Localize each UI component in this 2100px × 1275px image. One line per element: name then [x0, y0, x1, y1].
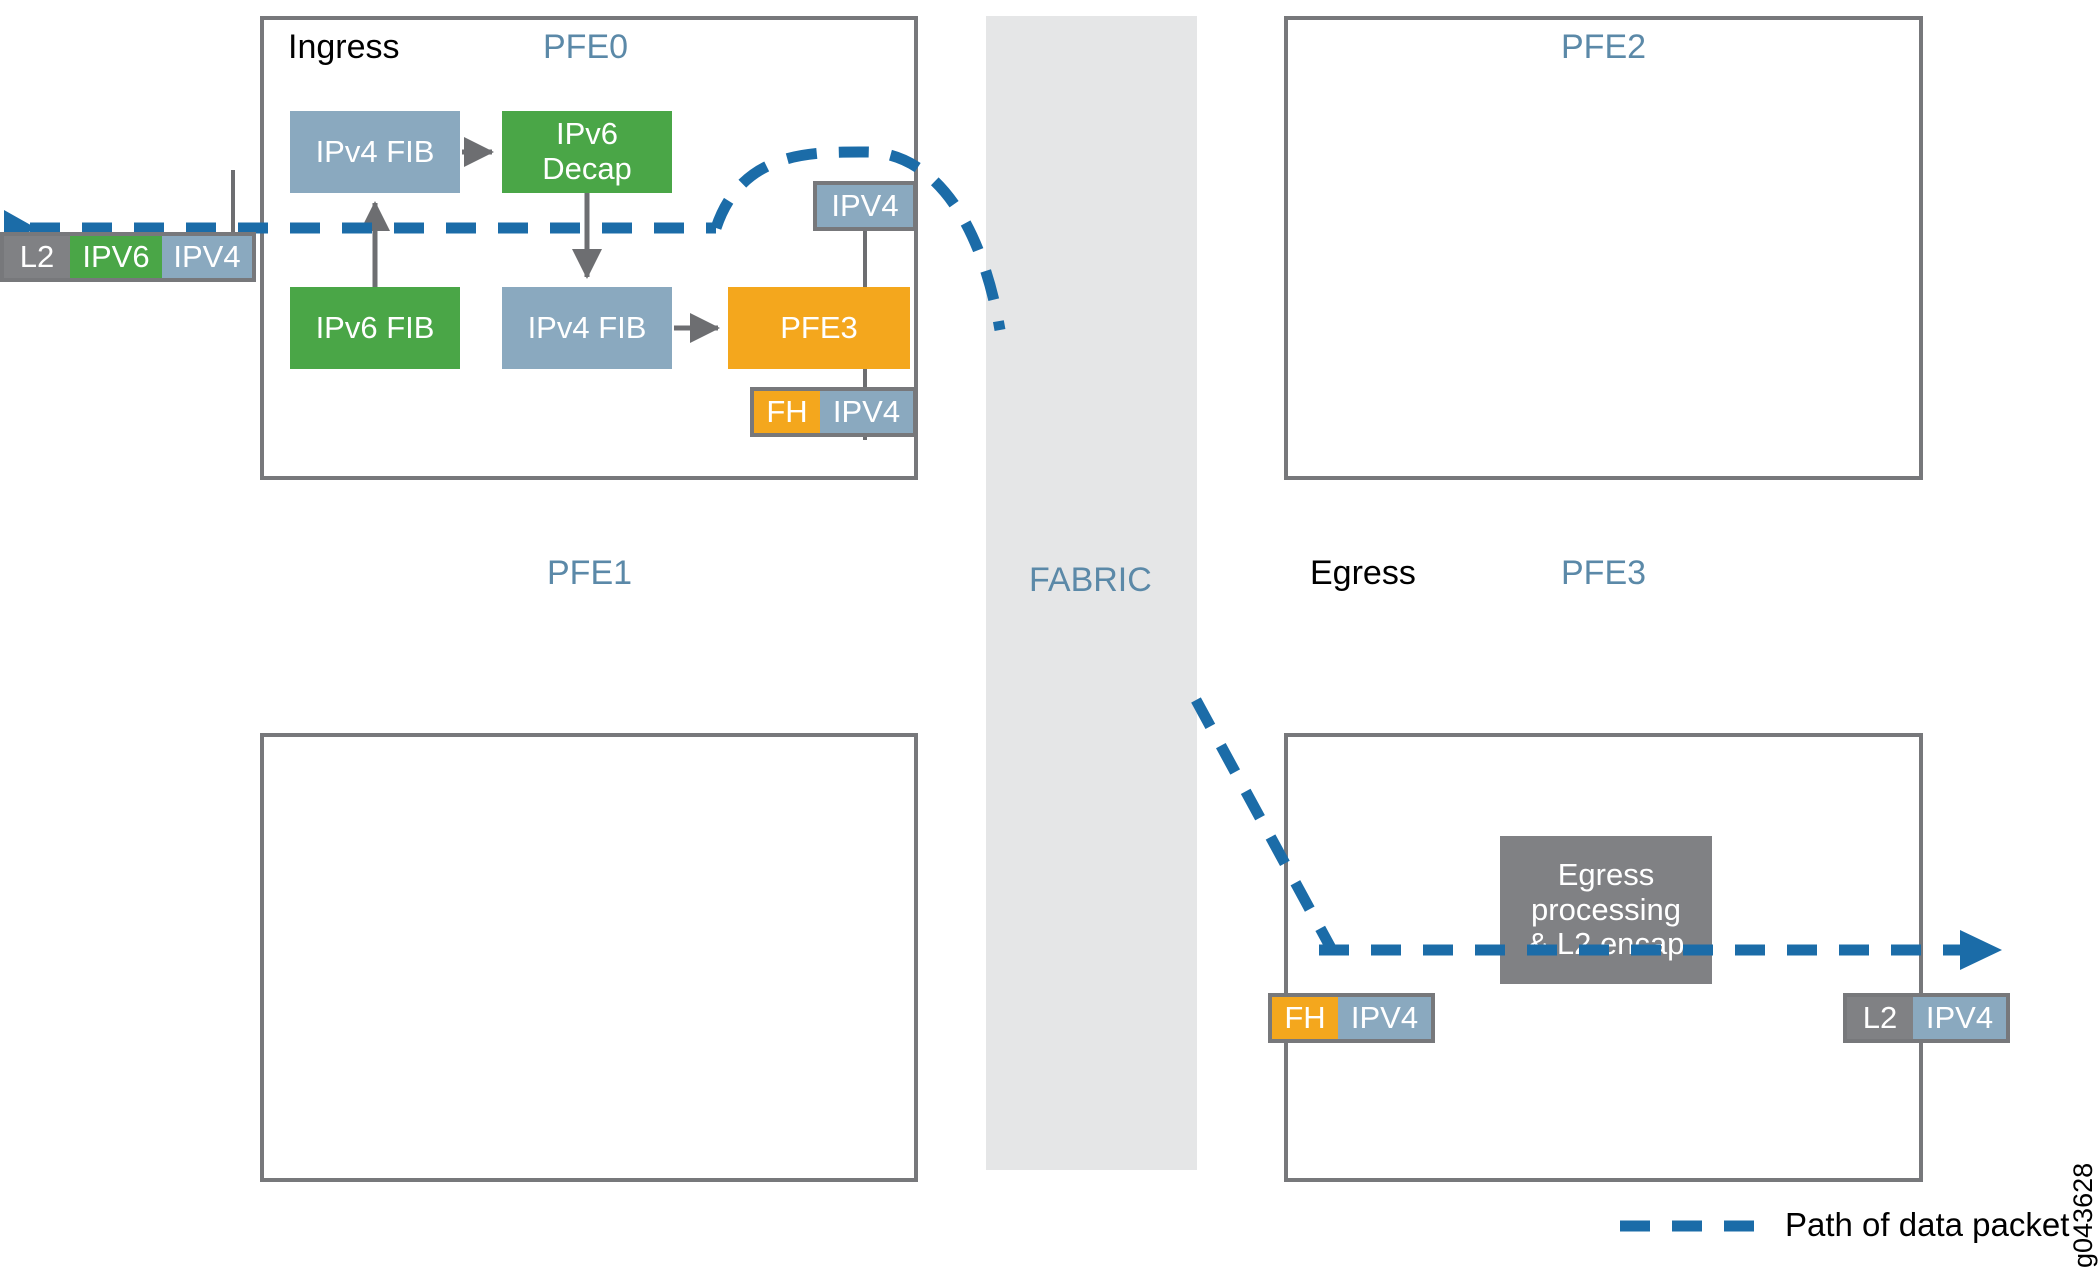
pfe1-title: PFE1: [547, 554, 633, 592]
pfe2-panel: [1284, 16, 1923, 480]
ingress-label: Ingress: [288, 28, 400, 66]
egress-label: Egress: [1310, 554, 1416, 592]
packet-label-incoming: L2 IPV6 IPV4: [0, 232, 256, 282]
packet-label-ingress-top: IPV4: [813, 181, 917, 231]
packet-segment-l2: L2: [4, 236, 70, 278]
packet-segment-l2: L2: [1847, 997, 1913, 1039]
packet-segment-ipv4: IPV4: [820, 391, 913, 433]
block-ipv4-fib-top[interactable]: IPv4 FIB: [290, 111, 460, 193]
path-exit-arrowhead: [1960, 930, 2002, 970]
packet-segment-ipv4: IPV4: [162, 236, 252, 278]
data-path-arc-to-fabric: [710, 146, 1006, 331]
packet-segment-fh: FH: [754, 391, 820, 433]
data-path-fabric-to-egress: [1191, 697, 1337, 953]
packet-label-egress-in: FH IPV4: [1268, 993, 1435, 1043]
packet-segment-fh: FH: [1272, 997, 1338, 1039]
block-ipv6-fib[interactable]: IPv6 FIB: [290, 287, 460, 369]
block-pfe3-target[interactable]: PFE3: [728, 287, 910, 369]
fabric-label: FABRIC: [1029, 561, 1152, 599]
figure-id-watermark: g043628: [2068, 1162, 2098, 1268]
block-ipv4-fib-bottom[interactable]: IPv4 FIB: [502, 287, 672, 369]
packet-label-ingress-bottom: FH IPV4: [750, 387, 917, 437]
fabric-column: [986, 16, 1197, 1170]
packet-segment-ipv4: IPV4: [1913, 997, 2006, 1039]
legend-label: Path of data packet: [1785, 1206, 2070, 1243]
packet-segment-ipv4: IPV4: [817, 185, 913, 227]
pfe2-title: PFE2: [1561, 28, 1647, 66]
packet-segment-ipv4: IPV4: [1338, 997, 1431, 1039]
packet-segment-ipv6: IPV6: [70, 236, 162, 278]
pfe3-title: PFE3: [1561, 554, 1647, 592]
packet-label-egress-out: L2 IPV4: [1843, 993, 2010, 1043]
pfe1-panel: [260, 733, 918, 1182]
block-ipv6-decap[interactable]: IPv6 Decap: [502, 111, 672, 193]
pfe0-title: PFE0: [543, 28, 629, 66]
